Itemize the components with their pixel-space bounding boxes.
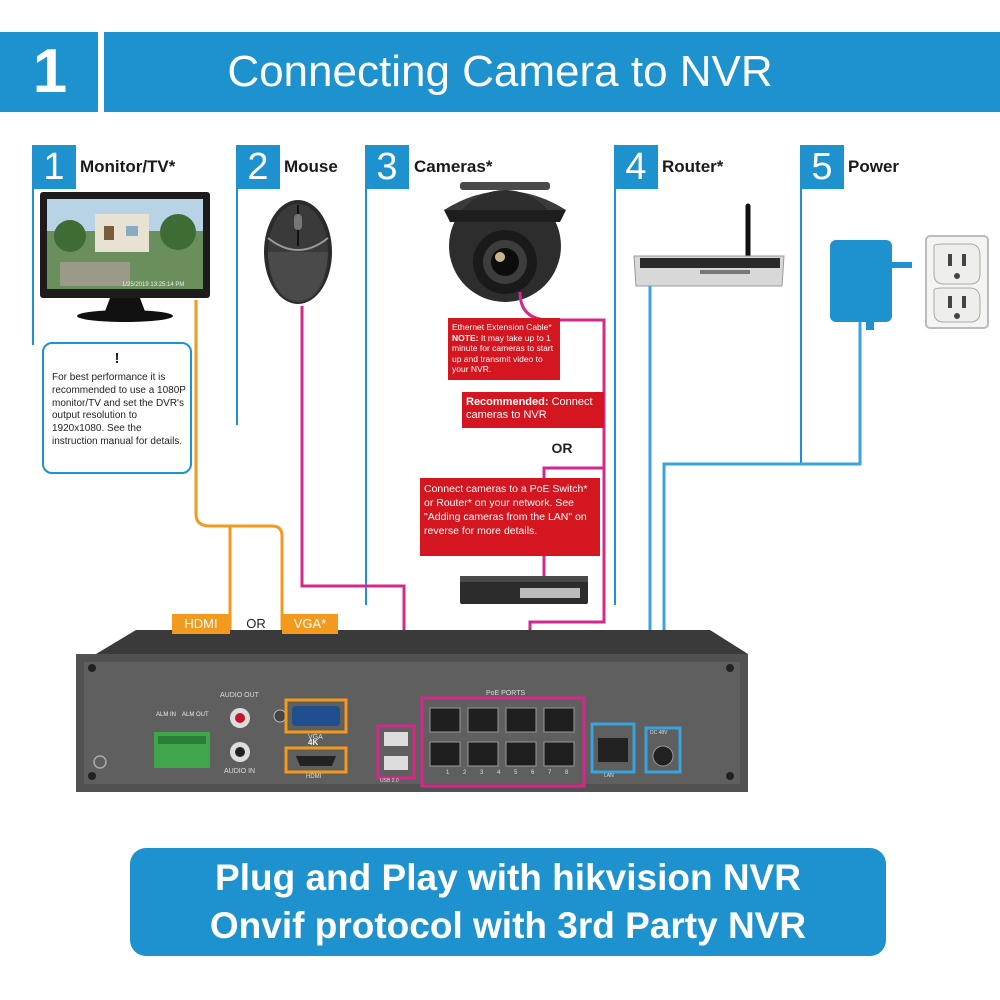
power-port-label: DC 48V — [650, 730, 668, 736]
vga-port-label: VGA — [308, 734, 323, 741]
router-icon — [633, 203, 785, 287]
poe-port-4 — [543, 707, 575, 733]
footer-line-2: Onvif protocol with 3rd Party NVR — [209, 905, 807, 946]
step-5-rule — [800, 145, 802, 465]
4k-label: 4K — [308, 738, 319, 747]
footer-banner: Plug and Play with hikvision NVR Onvif p… — [130, 848, 886, 956]
step-2-label: Mouse — [284, 157, 338, 176]
ethernet-cable-note: Ethernet Extension Cable* NOTE: It may t… — [448, 318, 560, 380]
nvr-ports-right — [590, 722, 682, 774]
header-title: Connecting Camera to NVR — [227, 47, 773, 96]
footer-line-1: Plug and Play with hikvision NVR — [215, 857, 801, 898]
alm-in-label: ALM IN — [156, 712, 177, 718]
video-or-tag: OR — [246, 616, 266, 631]
power-cable — [662, 322, 862, 736]
poe-port-8 — [543, 741, 575, 767]
step-4-number: 4 — [614, 145, 658, 189]
step-1-label: Monitor/TV* — [80, 157, 176, 176]
poe-port-numbers: 1 2 3 4 5 6 7 8 — [446, 770, 575, 776]
monitor-note-text: For best performance it is recommended t… — [52, 372, 186, 447]
or-separator: OR — [551, 440, 573, 456]
step-2-rule — [236, 145, 238, 425]
mouse-icon — [264, 200, 332, 304]
step-3-number: 3 — [365, 145, 409, 189]
hdmi-tag: HDMI — [172, 614, 230, 634]
power-adapter-icon — [830, 240, 912, 330]
poe-ports-label: PoE PORTS — [486, 690, 526, 697]
recommended-note: Recommended: Connect cameras to NVR — [462, 392, 604, 428]
recommended-label: Recommended: — [466, 396, 549, 408]
step-3-rule — [365, 145, 367, 605]
step-5-number: 5 — [800, 145, 844, 189]
audio-in-label: AUDIO IN — [224, 768, 256, 775]
warning-icon: ! — [114, 350, 120, 367]
alm-out-label: ALM OUT — [182, 712, 209, 718]
poe-port-3 — [505, 707, 537, 733]
step-5-label: Power — [848, 157, 900, 176]
step-4-label: Router* — [662, 157, 724, 176]
poe-switch-note: Connect cameras to a PoE Switch* or Rout… — [420, 478, 600, 556]
hdmi-port-label: HDMI — [306, 774, 322, 780]
ethernet-note-label: NOTE: — [452, 332, 479, 343]
monitor-note: ! For best performance it is recommended… — [42, 342, 192, 474]
ethernet-cable-title: Ethernet Extension Cable* — [452, 322, 552, 332]
poe-port-1 — [429, 707, 461, 733]
recommended-text: Connect cameras to NVR — [466, 396, 593, 421]
poe-port-7 — [505, 741, 537, 767]
step-3-label: Cameras* — [414, 157, 493, 176]
step-1-number: 1 — [32, 145, 76, 189]
monitor-timestamp: 1/25/2019 13:25:14 PM — [122, 282, 184, 288]
step-1-rule — [32, 145, 34, 345]
header-step-number: 1 — [32, 37, 68, 106]
audio-out-label: AUDIO OUT — [220, 692, 259, 699]
poe-port-6 — [467, 741, 499, 767]
nvr-recorder — [76, 630, 748, 792]
usb-label: USB 2.0 — [380, 778, 399, 784]
dome-camera-icon — [444, 182, 566, 302]
ethernet-note-text: It may take up to 1 minute for cameras t… — [452, 332, 554, 375]
step-2-number: 2 — [236, 145, 280, 189]
lan-label: LAN — [604, 773, 614, 779]
wall-outlet-icon — [925, 235, 989, 329]
poe-port-5 — [429, 741, 461, 767]
poe-ports — [429, 707, 575, 767]
vga-tag: VGA* — [282, 614, 338, 634]
step-4-rule — [614, 145, 616, 605]
monitor-icon — [40, 192, 210, 322]
header-divider — [98, 32, 104, 112]
poe-port-2 — [467, 707, 499, 733]
poe-switch-icon — [460, 576, 588, 604]
header-banner: 1 Connecting Camera to NVR — [0, 32, 1000, 112]
